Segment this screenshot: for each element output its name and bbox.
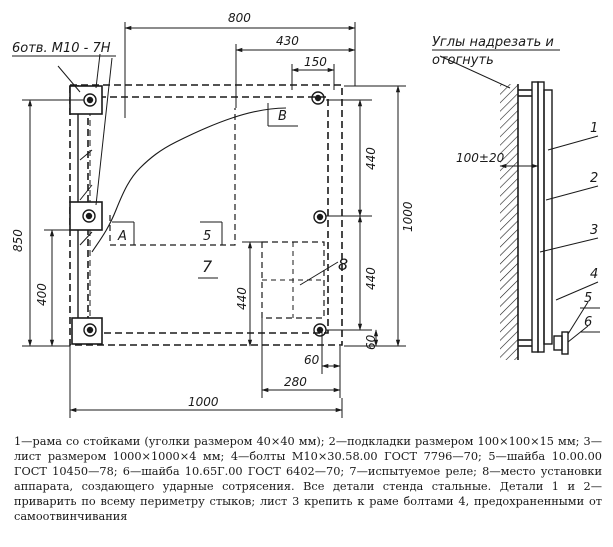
dim-1000-bottom: 1000 (188, 395, 219, 409)
dim-60-right: 60 (364, 334, 378, 350)
dim-60-bottom: 60 (304, 353, 320, 367)
dim-440-right-top: 440 (364, 147, 378, 170)
side-label-5: 5 (584, 291, 592, 306)
part5-left-label: 5 (203, 229, 211, 244)
hole-label: 6отв. М10 - 7Н (12, 41, 111, 56)
caption-text: 1—рама со стойками (уголки размером 40×4… (14, 435, 602, 523)
dim-430: 430 (276, 34, 299, 48)
figure-caption: 1—рама со стойками (уголки размером 40×4… (14, 434, 602, 524)
sheet-outline (69, 84, 343, 346)
wall (500, 84, 518, 360)
side-label-3: 3 (590, 223, 598, 238)
cut-label-line1: Углы надрезать и (432, 35, 554, 50)
frame-outline (87, 96, 329, 334)
dim-150: 150 (304, 55, 327, 69)
dim-440-inner: 440 (235, 287, 249, 310)
side-label-4: 4 (590, 267, 598, 282)
bolt-holes (82, 91, 327, 337)
relay-area (109, 108, 236, 246)
dim-440-right-mid: 440 (364, 267, 378, 290)
cut-label-line2: отогнуть (432, 53, 494, 68)
labels: 6отв. М10 - 7Н Углы надрезать и отогнуть… (11, 11, 600, 409)
side-frame (531, 81, 539, 353)
break-line (91, 107, 287, 253)
side-label-1: 1 (590, 121, 598, 136)
front-view (57, 53, 343, 346)
area-b-label: В (278, 109, 287, 124)
side-height-label: 100±20 (456, 151, 505, 165)
dim-850: 850 (11, 229, 25, 252)
part7-label: 7 (202, 257, 213, 276)
side-label-2: 2 (590, 171, 598, 186)
dim-400: 400 (35, 283, 49, 306)
dim-280: 280 (284, 375, 307, 389)
area-a-label: А (117, 229, 127, 244)
dim-800: 800 (228, 11, 251, 25)
dim-1000-right: 1000 (401, 201, 415, 232)
side-label-6: 6 (584, 315, 592, 330)
dimension-lines (22, 22, 406, 418)
part8-label: 8 (338, 255, 348, 274)
side-view (439, 55, 599, 360)
